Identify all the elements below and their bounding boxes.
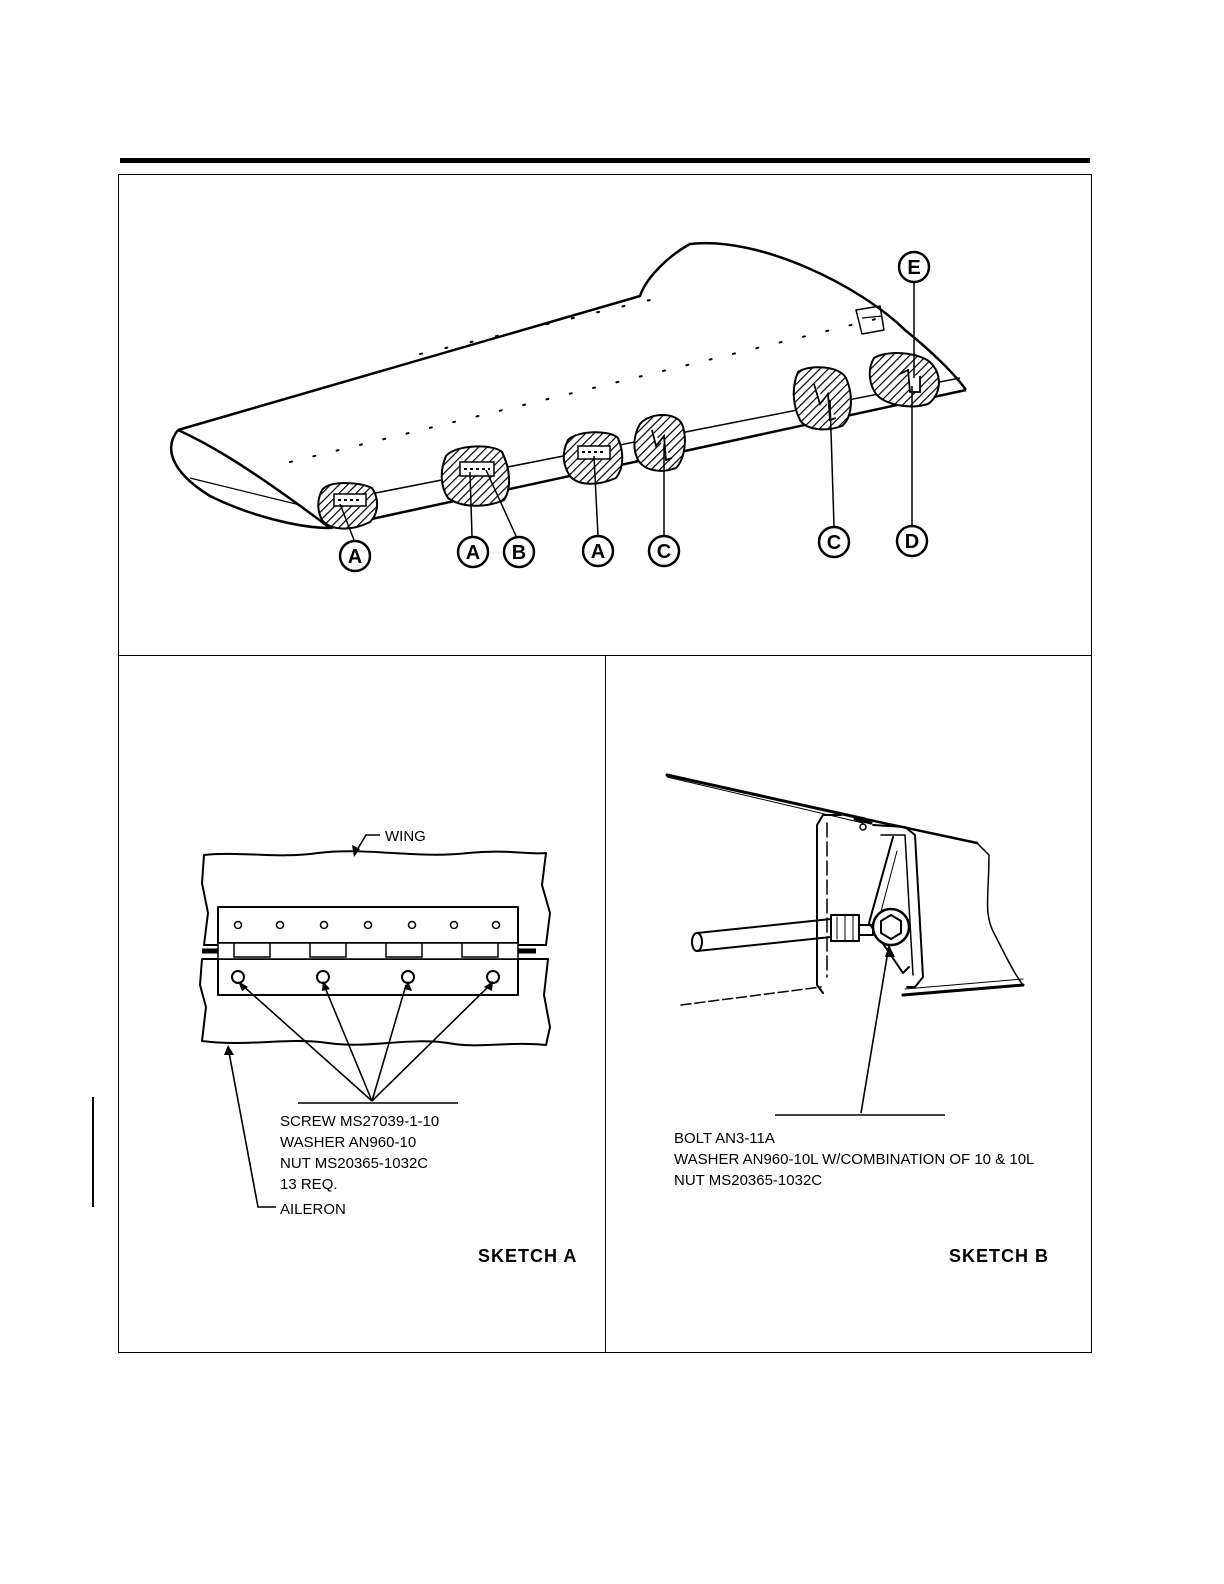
cutaway-d-e (870, 353, 939, 406)
callout-a-1: A (340, 541, 370, 571)
callout-c-1: C (649, 536, 679, 566)
sketch-b-leader (775, 945, 945, 1115)
sketch-a-fastener-note: SCREW MS27039-1-10 WASHER AN960-10 NUT M… (280, 1111, 439, 1195)
callout-a-3: A (583, 536, 613, 566)
svg-text:A: A (591, 541, 605, 563)
cutaway-c2 (794, 367, 851, 429)
wing-label: WING (385, 826, 426, 847)
note-line-quantity: 13 REQ. (280, 1174, 439, 1195)
callout-c-2: C (819, 527, 849, 557)
svg-text:C: C (827, 532, 841, 554)
rivet-line (190, 300, 880, 505)
callout-b: B (504, 537, 534, 567)
note-line-nut: NUT MS20365-1032C (280, 1153, 439, 1174)
note-line-bolt: BOLT AN3-11A (674, 1128, 1034, 1149)
sketch-b-fastener-note: BOLT AN3-11A WASHER AN960-10L W/COMBINAT… (674, 1128, 1034, 1191)
cutaway-c1 (634, 415, 685, 471)
note-line-washer: WASHER AN960-10 (280, 1132, 439, 1153)
aileron-perspective-drawing: A A B A C C D E (0, 0, 1224, 660)
sketch-a-title: SKETCH A (478, 1246, 577, 1267)
callout-d: D (897, 526, 927, 556)
note-line-screw: SCREW MS27039-1-10 (280, 1111, 439, 1132)
svg-text:D: D (905, 531, 919, 553)
callout-e: E (899, 252, 929, 282)
svg-text:C: C (657, 541, 671, 563)
note-line-nut: NUT MS20365-1032C (674, 1170, 1034, 1191)
svg-text:A: A (348, 546, 362, 568)
callout-a-2: A (458, 537, 488, 567)
svg-text:B: B (512, 542, 526, 564)
svg-text:A: A (466, 542, 480, 564)
sketch-b-title: SKETCH B (949, 1246, 1049, 1267)
aileron-label: AILERON (280, 1199, 346, 1220)
cutaway-a2 (564, 432, 623, 484)
change-bar (92, 1097, 94, 1207)
svg-text:E: E (907, 257, 920, 279)
leader-arrowhead (885, 945, 895, 957)
note-line-washer: WASHER AN960-10L W/COMBINATION OF 10 & 1… (674, 1149, 1034, 1170)
